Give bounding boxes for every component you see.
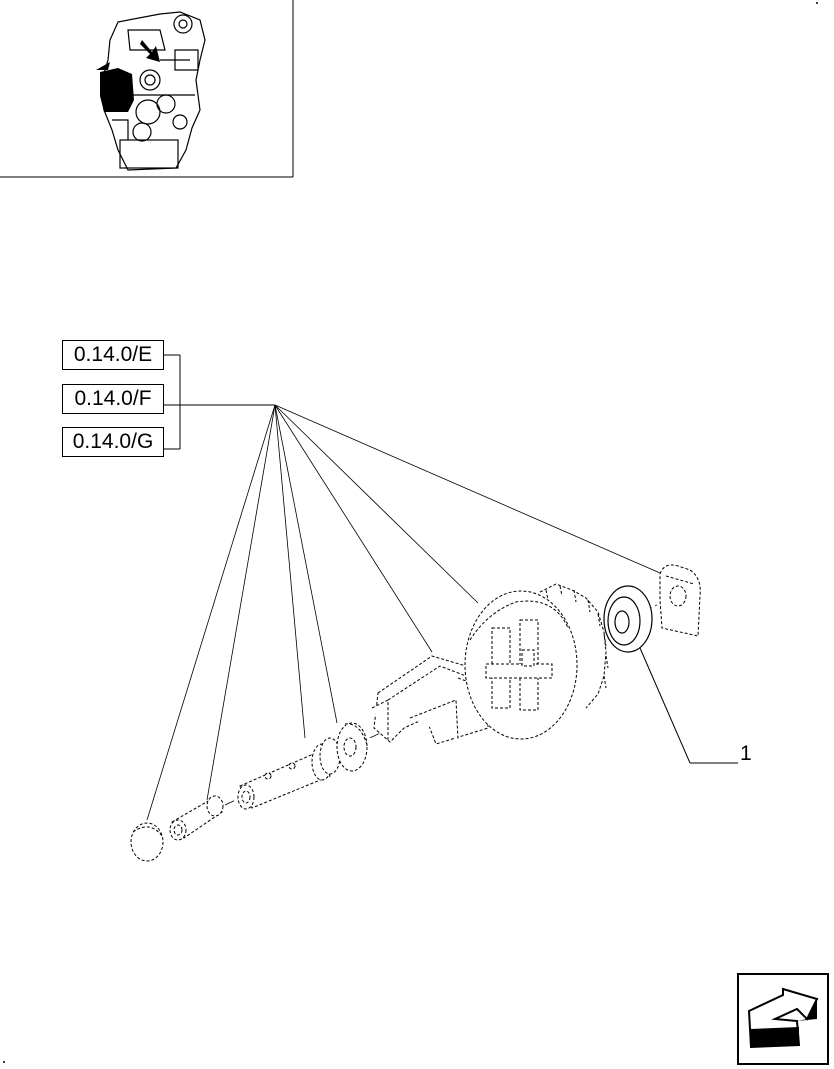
callout-1-leader [639, 647, 738, 764]
callout-number-1: 1 [740, 742, 752, 765]
part-gear-housing [464, 583, 609, 740]
part-plug [130, 822, 164, 862]
part-end-plate [659, 564, 701, 637]
reference-box-g[interactable]: 0.14.0/G [62, 427, 164, 457]
leader-lines [146, 404, 661, 821]
part-bushing [169, 795, 224, 841]
reference-bracket [164, 354, 275, 450]
thumbnail-frame [0, 0, 294, 178]
previous-page-arrow-icon[interactable] [737, 973, 829, 1065]
part-shaft [237, 737, 341, 810]
reference-box-f[interactable]: 0.14.0/F [62, 384, 164, 414]
part-washer [336, 722, 368, 772]
part-lever-bracket [371, 655, 489, 745]
corner-mark [3, 1061, 5, 1063]
engine-overview-icon [101, 11, 206, 171]
reference-box-e[interactable]: 0.14.0/E [62, 340, 164, 370]
highlighted-part-marker [96, 40, 160, 112]
part-seal-ring [603, 585, 653, 653]
corner-mark [816, 2, 818, 4]
